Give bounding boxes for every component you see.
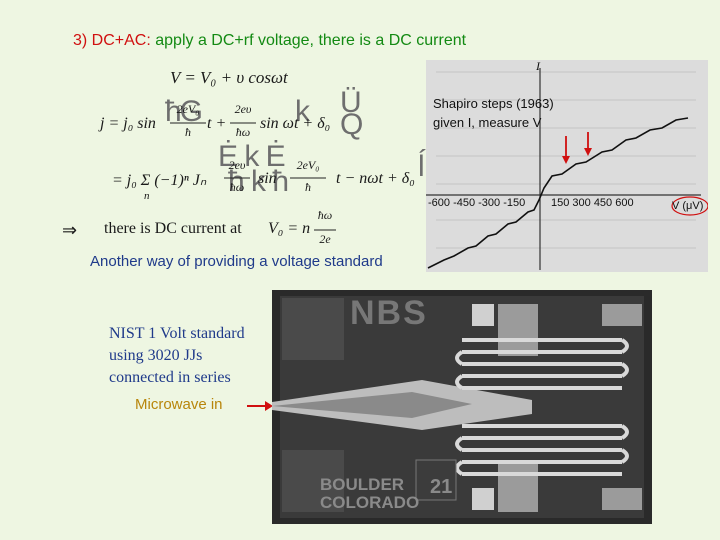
chip-corner-number: 21 xyxy=(430,476,453,498)
sum-frac1-bottom: ħω xyxy=(229,180,245,194)
dc-current-text: there is DC current at xyxy=(104,220,242,237)
chip-top-label: NBS xyxy=(350,294,428,332)
iv-curve-plot xyxy=(426,68,708,270)
nist-line-1: NIST 1 Volt standard xyxy=(109,325,245,342)
microwave-arrow xyxy=(247,401,273,411)
chip-bottom-label: BOULDER COLORADO xyxy=(320,476,419,512)
frac1-top: 2eV₀ xyxy=(176,102,200,116)
title-number: 3) DC+AC: xyxy=(73,32,151,49)
nist-line-2: using 3020 JJs xyxy=(109,347,203,364)
dc-frac-top: ħω xyxy=(317,208,333,222)
frac2-bottom: ħω xyxy=(235,125,251,139)
overlay-glyphs-5: ħ k ħ xyxy=(228,165,289,198)
bessel-sum-rhs: t − nωt + δ₀ xyxy=(336,170,415,187)
shapiro-steps-figure: Shapiro steps (1963) given I, measure V … xyxy=(426,60,708,272)
step-arrowhead-1 xyxy=(562,156,570,164)
overlay-glyphs-4: Ė k Ė xyxy=(218,140,286,173)
overlay-glyphs-2: k xyxy=(295,95,310,128)
chip-label-line-1: BOULDER xyxy=(320,475,405,494)
sum-sin: sin xyxy=(258,170,277,187)
nist-description: NIST 1 Volt standard using 3020 JJs conn… xyxy=(109,323,245,389)
implies-arrow: ⇒ xyxy=(62,220,78,240)
frac1-bottom: ħ xyxy=(185,125,191,139)
chip-drawing xyxy=(272,290,652,524)
sum-frac1-top: 2eυ xyxy=(228,158,246,172)
dc-voltage: V₀ = n xyxy=(268,220,311,237)
bessel-sum-index: n xyxy=(144,190,150,202)
josephson-current-rhs: sin ωt + δ₀ xyxy=(260,115,331,132)
graph-caption-1: Shapiro steps (1963) xyxy=(433,96,554,111)
bessel-sum-lhs: = j₀ Σ (−1)ⁿ Jₙ xyxy=(112,172,207,189)
step-arrowhead-2 xyxy=(584,148,592,156)
iv-curve xyxy=(427,117,689,269)
y-axis-label: I xyxy=(536,60,540,73)
nist-line-3: connected in series xyxy=(109,369,231,386)
title-text: apply a DC+rf voltage, there is a DC cur… xyxy=(155,32,467,49)
chip-label-line-2: COLORADO xyxy=(320,493,420,512)
unit-circle xyxy=(671,196,708,216)
voltage-equation: V = V₀ + υ cosωt xyxy=(170,68,288,87)
dc-frac-bottom: 2e xyxy=(319,232,331,246)
x-ticks-negative: -600 -450 -300 -150 xyxy=(428,197,526,209)
slide-title: 3) DC+AC: apply a DC+rf voltage, there i… xyxy=(73,32,466,50)
josephson-current-lhs: j = j₀ sin xyxy=(100,115,156,132)
sum-frac2-bottom: ħ xyxy=(305,180,311,194)
nist-chip-photo: NBS BOULDER COLORADO 21 xyxy=(272,290,652,524)
x-ticks-positive: 150 300 450 600 xyxy=(551,197,634,209)
voltage-standard-note: Another way of providing a voltage stand… xyxy=(90,253,383,270)
graph-caption-2: given I, measure V xyxy=(433,115,542,130)
microwave-label: Microwave in xyxy=(135,396,223,413)
sum-frac2-top: 2eV₀ xyxy=(296,158,320,172)
x-axis-unit: V (μV) xyxy=(672,200,704,212)
frac2-top: 2eυ xyxy=(234,102,252,116)
josephson-current-mid: t + xyxy=(207,115,227,132)
overlay-glyphs-6: ĺ xyxy=(418,150,425,183)
